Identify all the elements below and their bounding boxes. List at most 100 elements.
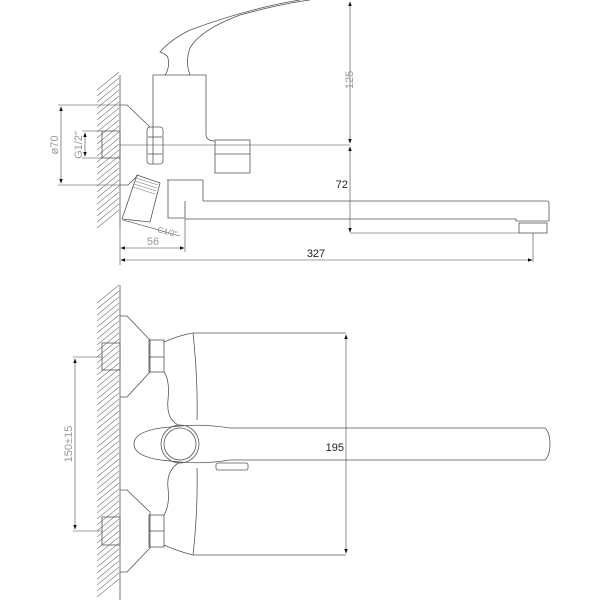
nut [146,126,164,165]
hatch-line [96,173,120,193]
hatch-line [96,530,120,550]
hatch-line [96,143,120,163]
hatch-line [96,77,120,97]
hatch-line [96,548,120,568]
hatch-line [96,542,120,562]
hatch-line [96,302,120,322]
shower-connector [121,174,161,223]
hatch-line [96,185,120,205]
hatch-line [96,113,120,133]
hatch-line [96,422,120,442]
hatch-line [96,386,120,406]
lever-handle [159,0,311,76]
upper-flange [120,315,151,398]
mixer-body [152,74,216,164]
upper-inlet-pipe [101,342,121,371]
dim-125: 125 [344,71,356,89]
hatch-line [96,500,120,520]
hatch-line [96,125,120,145]
hatch-line [96,191,120,211]
hatch-line [96,362,120,382]
hatch-line [96,488,120,508]
hatch-line [96,428,120,448]
mixer-body [163,332,346,556]
hatch-line [96,524,120,544]
hatch-line [96,296,120,316]
hatch-line [96,197,120,217]
dim-flange-diameter: ø70 [49,136,61,155]
hatch-line [96,209,120,229]
lever-handle-top [133,424,551,464]
hatch-line [96,320,120,340]
hatch-line [96,518,120,538]
upper-nut [148,339,165,373]
aerator [518,222,548,234]
hatch-line [96,71,120,91]
wall-hatching [96,284,120,598]
top-view: 195 150±15 [63,284,551,600]
hatch-line [96,356,120,376]
hatch-line [96,119,120,139]
dim-inlet-thread: G1/2" [73,131,85,159]
hatch-line [96,560,120,580]
hatch-line [96,338,120,358]
hatch-line [96,203,120,223]
hatch-line [96,458,120,478]
hatch-line [96,410,120,430]
lower-flange [120,489,151,573]
dim-327: 327 [307,248,325,260]
hatch-line [96,332,120,352]
hatch-line [96,392,120,412]
hatch-line [96,167,120,187]
diverter-button [215,462,249,471]
hatch-line [96,107,120,127]
hatch-line [96,83,120,103]
hatch-line [96,578,120,598]
cartridge-ring [160,424,200,464]
hatch-line [96,131,120,151]
hatch-line [96,350,120,370]
hatch-line [96,464,120,484]
spout [185,200,550,222]
hatch-line [96,446,120,466]
hatch-line [96,512,120,532]
hatch-line [96,161,120,181]
hatch-line [96,368,120,388]
hatch-line [96,308,120,328]
hatch-line [96,440,120,460]
hatch-line [96,284,120,304]
hatch-line [96,137,120,157]
hatch-line [96,374,120,394]
hatch-line [96,155,120,175]
wall-hatching [96,71,120,229]
dim-56: 56 [147,236,159,248]
dim-195: 195 [326,442,344,454]
hatch-line [96,572,120,592]
hatch-line [96,398,120,418]
diverter-outlet [214,139,251,174]
hatch-line [96,179,120,199]
hatch-line [96,476,120,496]
hatch-line [96,566,120,586]
hatch-line [96,452,120,472]
hatch-line [96,482,120,502]
wall-flange [120,104,151,186]
hatch-line [96,536,120,556]
hatch-line [96,434,120,454]
hatch-line [96,506,120,526]
hatch-line [96,326,120,346]
hatch-line [96,470,120,490]
hatch-line [96,380,120,400]
hatch-line [96,416,120,436]
hatch-line [96,149,120,169]
hatch-line [96,494,120,514]
dim-72: 72 [336,179,348,191]
hatch-line [96,404,120,424]
side-view: 125 72 327 56 ø70 G1/2" G1/2" [49,0,550,265]
dim-150-15: 150±15 [63,426,75,463]
inlet-pipe [101,130,121,159]
hatch-line [96,314,120,334]
dim-outlet-thread: G1/2" [157,225,179,239]
hatch-line [96,344,120,364]
